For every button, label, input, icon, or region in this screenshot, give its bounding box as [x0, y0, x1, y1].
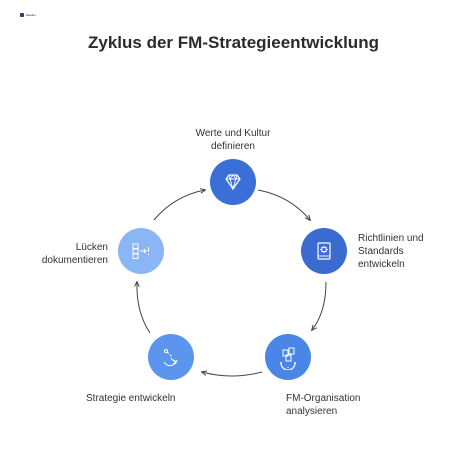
- arrow-3-to-4: [202, 372, 263, 377]
- step-node-values: [210, 159, 256, 205]
- step-node-guidelines: [301, 228, 347, 274]
- step-node-strategy: [148, 334, 194, 380]
- arrow-2-to-3: [312, 281, 327, 330]
- step-label-gaps: Lücken dokumentieren: [41, 242, 108, 266]
- diamond-icon: [225, 174, 241, 191]
- step-label-organisation: FM-Organisation analysieren: [286, 393, 361, 417]
- logo-text: Napkin: [26, 13, 36, 17]
- logo-mark: [20, 13, 24, 17]
- arrow-5-to-1: [153, 190, 205, 221]
- arrow-1-to-2: [257, 189, 310, 220]
- gap-blocks-icon: [132, 243, 150, 259]
- step-label-guidelines: Richtlinien und Standards entwickeln: [358, 233, 424, 270]
- org-gear-icon: [280, 347, 296, 370]
- page-title: Zyklus der FM-Strategieentwicklung: [88, 33, 379, 52]
- path-icon: [163, 348, 178, 367]
- logo: Napkin: [20, 13, 36, 17]
- arrow-4-to-5: [137, 282, 151, 334]
- step-node-organisation: [265, 334, 311, 380]
- step-label-values: Werte und Kultur definieren: [195, 128, 271, 152]
- gear-book-icon: [317, 242, 331, 260]
- step-label-strategy: Strategie entwickeln: [86, 393, 176, 404]
- step-node-gaps: [118, 228, 164, 274]
